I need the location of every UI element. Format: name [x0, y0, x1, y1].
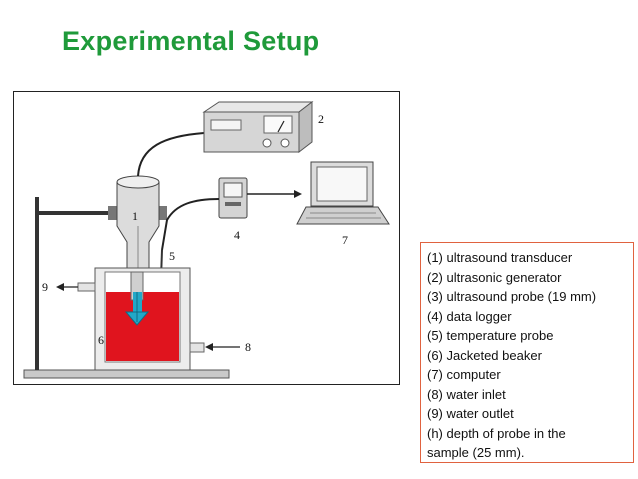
legend-item: (5) temperature probe — [427, 328, 554, 343]
sample-liquid — [106, 292, 179, 361]
cable-generator-transducer — [137, 132, 205, 177]
callout-1: 1 — [132, 209, 138, 223]
callout-8: 8 — [245, 340, 251, 354]
clamp-block-left — [108, 206, 118, 220]
legend-item: (7) computer — [427, 367, 501, 382]
experimental-setup-diagram: 1 2 4 5 6 7 8 9 — [13, 91, 400, 385]
callout-4: 4 — [234, 228, 240, 242]
outlet-arrowhead — [56, 283, 64, 291]
computer — [296, 161, 390, 225]
temperature-probe-cable — [161, 198, 220, 251]
callout-2: 2 — [318, 112, 324, 126]
legend-item: (9) water outlet — [427, 406, 514, 421]
transducer-top — [116, 175, 160, 189]
legend-item: (h) depth of probe in the — [427, 425, 566, 441]
legend-item: (3) ultrasound probe (19 mm) — [427, 289, 597, 304]
legend-box: (1) ultrasound transducer (2) ultrasonic… — [420, 242, 634, 463]
legend-item: (4) data logger — [427, 308, 512, 324]
data-logger — [218, 177, 248, 219]
callout-6: 6 — [98, 333, 104, 347]
stand-rod — [35, 197, 39, 370]
stand-clamp-arm — [35, 211, 120, 215]
legend-item: (6) Jacketed beaker — [427, 347, 542, 363]
slide-title: Experimental Setup — [62, 26, 320, 56]
legend-item: (1) ultrasound transducer — [427, 250, 573, 265]
legend-item: (2) ultrasonic generator — [427, 269, 562, 285]
water-outlet-pipe — [77, 282, 96, 292]
callout-7: 7 — [342, 233, 348, 247]
base-plate — [23, 369, 230, 379]
callout-9: 9 — [42, 280, 48, 294]
water-inlet-pipe — [189, 342, 205, 353]
legend-item: (8) water inlet — [427, 386, 506, 402]
clamp-block-right — [159, 206, 167, 220]
callout-5: 5 — [169, 249, 175, 263]
inlet-arrowhead — [205, 343, 213, 351]
legend-item: sample (25 mm). — [427, 445, 525, 460]
ultrasonic-generator — [202, 100, 314, 154]
arrow-to-computer — [294, 190, 302, 198]
probe-tip — [124, 292, 150, 326]
setup-illustration: 1 2 4 5 6 7 8 9 — [23, 100, 390, 379]
